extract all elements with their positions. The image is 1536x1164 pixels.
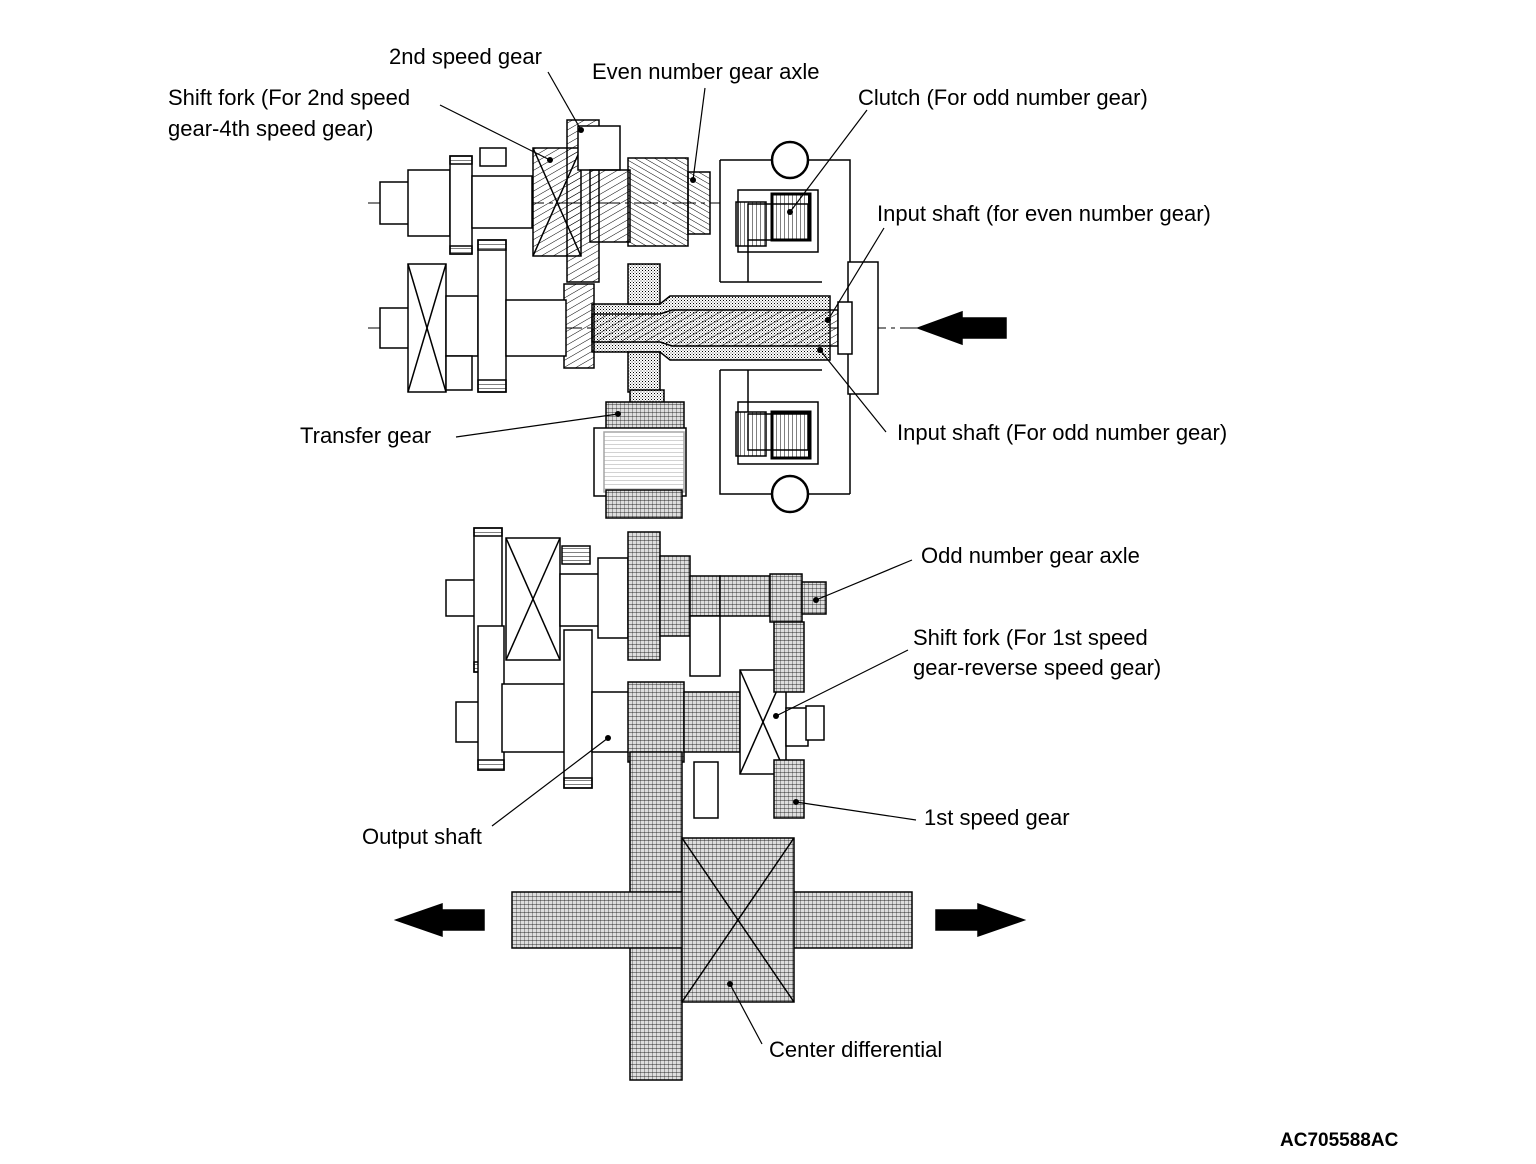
dual-clutch-housing: [719, 140, 851, 514]
shift-fork-2-4-label-line1: Shift fork (For 2nd speed: [168, 85, 411, 110]
even-gear-axle-assembly: [368, 119, 720, 283]
shift-fork-1-r-label-line2: gear-reverse speed gear): [913, 655, 1162, 680]
shift-fork-2-4-label-line2: gear-4th speed gear): [168, 116, 374, 141]
shift-fork-1-r-label-line1: Shift fork (For 1st speed: [913, 625, 1148, 650]
leader-dots: [547, 127, 831, 987]
output-shaft-assembly: [455, 621, 825, 819]
transfer-gear-assembly: [593, 389, 687, 519]
transfer-gear-label: Transfer gear: [300, 423, 432, 448]
odd-gear-axle-label: Odd number gear axle: [921, 543, 1140, 568]
left-output-arrow-icon: [393, 902, 485, 938]
input-shafts: [368, 239, 920, 395]
input-shaft-even-label: Input shaft (for even number gear): [877, 201, 1211, 226]
output-shaft-label: Output shaft: [362, 824, 482, 849]
input-arrow-icon: [915, 310, 1007, 346]
center-differential-assembly: [511, 751, 913, 1081]
first-speed-gear-label: 1st speed gear: [924, 805, 1070, 830]
leader-lines: [439, 71, 917, 1045]
figure-code: AC705588AC: [1280, 1130, 1399, 1151]
clutch-odd-label: Clutch (For odd number gear): [858, 85, 1148, 110]
even-gear-axle-label: Even number gear axle: [592, 59, 820, 84]
input-shaft-odd-label: Input shaft (For odd number gear): [897, 420, 1228, 445]
right-output-arrow-icon: [935, 902, 1027, 938]
center-differential-label: Center differential: [769, 1037, 943, 1062]
second-speed-gear-label: 2nd speed gear: [389, 44, 542, 69]
